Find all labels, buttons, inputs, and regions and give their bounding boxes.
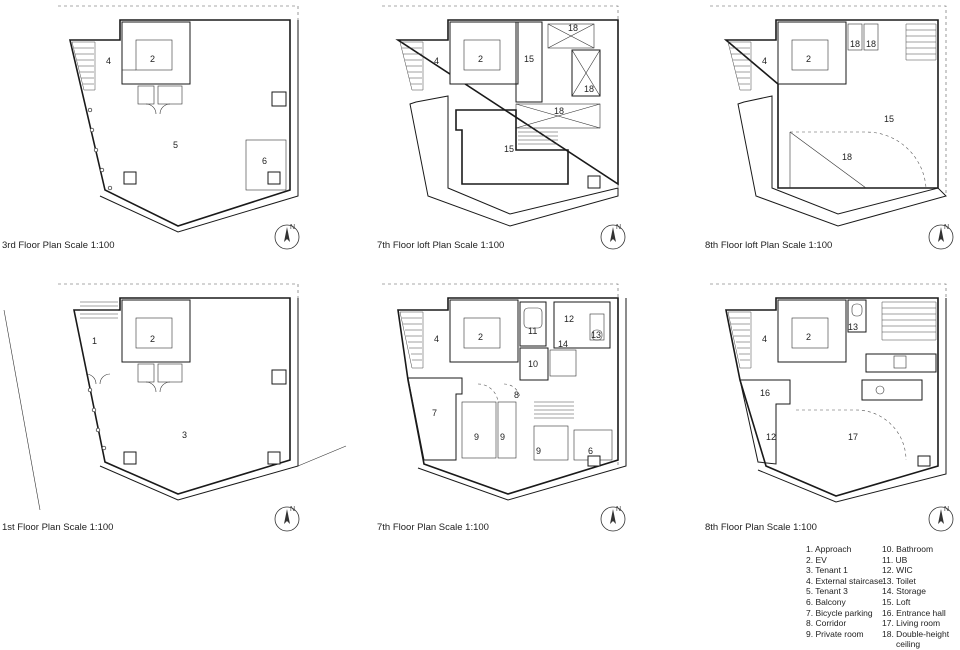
plan-8th-floor-drawing: 4 2 13 16 12 17	[710, 283, 947, 503]
plan-7th-floor-loft: 4 2 15 18 18 18 15	[378, 0, 678, 300]
north-arrow-icon: N	[274, 224, 300, 250]
legend-item: 7. Bicycle parking	[806, 607, 873, 618]
room-number: 5	[173, 140, 178, 150]
legend-item: 17. Living room	[882, 618, 941, 629]
plan-1st-floor: 1 2 3	[3, 270, 350, 570]
legend-item: 1. Approach	[806, 544, 852, 554]
north-arrow-icon: N	[600, 224, 626, 250]
room-number: 15	[504, 144, 514, 154]
room-number: 6	[588, 446, 593, 456]
north-arrow-icon: N	[274, 506, 300, 532]
plan-caption: 3rd Floor Plan Scale 1:100	[2, 240, 115, 251]
legend-item: 18. Double-height	[882, 628, 950, 639]
room-number: 4	[762, 56, 767, 66]
legend-item: 12. WIC	[882, 565, 913, 576]
plan-7th-floor-loft-drawing: 4 2 15 18 18 18 15	[382, 5, 619, 227]
room-number: 11	[528, 326, 537, 336]
room-number: 15	[524, 54, 534, 64]
north-arrow-icon: N	[928, 224, 954, 250]
north-arrow-icon: N	[600, 506, 626, 532]
room-number: 10	[528, 359, 538, 369]
room-number: 2	[478, 54, 483, 64]
room-number: 6	[262, 156, 267, 166]
room-number: 4	[106, 56, 111, 66]
room-number: 9	[474, 432, 479, 442]
room-number: 1	[92, 336, 97, 346]
legend-item: 11. UB	[882, 554, 908, 565]
north-label: N	[290, 224, 295, 231]
north-arrow-icon: N	[928, 506, 954, 532]
room-number: 2	[806, 54, 811, 64]
legend-item: 14. Storage	[882, 586, 926, 597]
plan-8th-floor-loft: 4 2 18 18 15 18	[706, 0, 960, 300]
room-number: 18	[866, 39, 876, 49]
room-number: 18	[584, 84, 594, 94]
room-number: 18	[554, 106, 564, 116]
legend-column-2: 10. Bathroom 11. UB 12. WIC 13. Toilet 1…	[882, 544, 949, 650]
room-number: 18	[842, 152, 852, 162]
legend-item: 8. Corridor	[806, 618, 847, 629]
plan-caption: 1st Floor Plan Scale 1:100	[2, 522, 114, 533]
legend-item: 16. Entrance hall	[882, 607, 946, 618]
room-number: 12	[564, 314, 574, 324]
legend-item: ceiling	[896, 639, 921, 650]
north-label: N	[616, 506, 621, 513]
room-number: 15	[884, 114, 894, 124]
room-number: 8	[514, 390, 519, 400]
plan-caption: 8th Floor Plan Scale 1:100	[705, 522, 817, 533]
plan-8th-floor: 4 2 13 16 12 17	[706, 270, 960, 570]
plan-3rd-floor-drawing: 4 2 5 6	[58, 5, 299, 233]
legend-item: 15. Loft	[882, 596, 911, 607]
plan-8th-floor-loft-drawing: 4 2 18 18 15 18	[710, 5, 947, 227]
room-number: 18	[568, 23, 578, 33]
plan-caption: 7th Floor Plan Scale 1:100	[377, 522, 489, 533]
room-number: 4	[762, 334, 767, 344]
room-number: 13	[591, 330, 601, 340]
north-label: N	[944, 224, 949, 231]
room-number: 2	[478, 332, 483, 342]
legend-column-1: 1. Approach 2. EV 3. Tenant 1 4. Externa…	[806, 544, 883, 639]
room-number: 4	[434, 334, 439, 344]
room-number: 14	[558, 339, 568, 349]
room-number: 16	[760, 388, 770, 398]
room-number: 2	[150, 334, 155, 344]
plan-7th-floor: 4 2 11 12 13 14 10 8 7 9 9 9 6	[378, 270, 678, 570]
room-number: 13	[848, 322, 858, 332]
room-number: 7	[432, 408, 437, 418]
legend-item: 13. Toilet	[882, 575, 916, 586]
legend-item: 4. External staircase	[806, 575, 884, 586]
plan-caption: 7th Floor loft Plan Scale 1:100	[377, 240, 505, 251]
plan-7th-floor-drawing: 4 2 11 12 13 14 10 8 7 9 9 9 6	[382, 283, 627, 501]
legend-item: 2. EV	[806, 554, 827, 565]
room-number: 3	[182, 430, 187, 440]
legend-item: 9. Private room	[806, 628, 864, 639]
room-number: 4	[434, 56, 439, 66]
room-number: 17	[848, 432, 858, 442]
plan-1st-floor-drawing: 1 2 3	[3, 283, 347, 511]
room-number: 2	[150, 54, 155, 64]
legend-item: 3. Tenant 1	[806, 565, 848, 576]
plan-3rd-floor: 4 2 5 6	[50, 0, 350, 300]
legend-item: 6. Balcony	[806, 596, 846, 607]
legend-item: 5. Tenant 3	[806, 586, 848, 597]
room-number: 12	[766, 432, 776, 442]
room-number: 2	[806, 332, 811, 342]
plan-caption: 8th Floor loft Plan Scale 1:100	[705, 240, 833, 251]
north-label: N	[616, 224, 621, 231]
room-number: 18	[850, 39, 860, 49]
legend-item: 10. Bathroom	[882, 544, 934, 554]
north-label: N	[944, 506, 949, 513]
room-number: 9	[536, 446, 541, 456]
north-label: N	[290, 506, 295, 513]
room-number: 9	[500, 432, 505, 442]
